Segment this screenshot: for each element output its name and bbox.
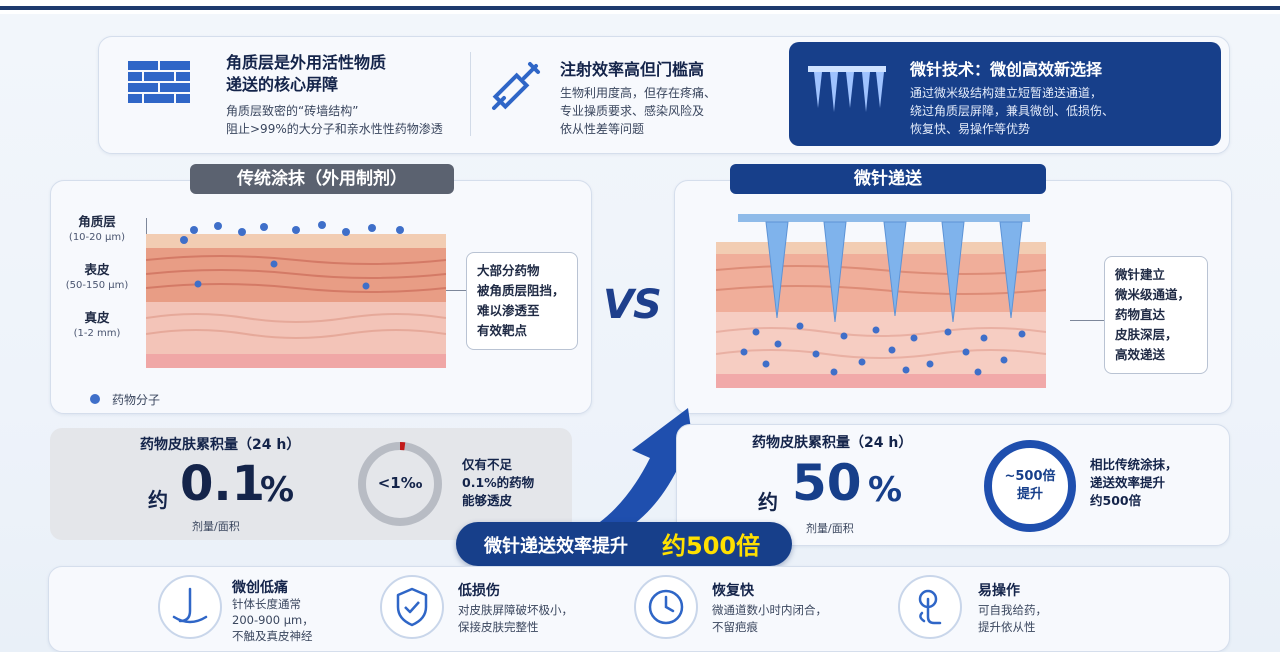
card3-desc: 通过微米级结构建立短暂递送通道，绕过角质层屏障，兼具微创、低损伤、恢复快、易操作…	[910, 86, 1115, 136]
left-stat-sub: 剂量/面积	[192, 520, 240, 533]
right-stat-unit: %	[868, 470, 903, 510]
upward-arrow	[520, 398, 730, 548]
right-stat-value: 50	[792, 454, 862, 512]
microneedle-card	[789, 42, 1221, 146]
hand-touch-icon	[898, 575, 962, 639]
card1-title: 角质层是外用活性物质递送的核心屏障	[226, 53, 387, 94]
needle-skin-icon	[158, 575, 222, 639]
card1-desc: 角质层致密的“砖墙结构”阻止>99%的大分子和亲水性性药物渗透	[226, 104, 443, 136]
drug-molecule-icon	[90, 394, 100, 404]
right-panel-title: 微针递送	[730, 164, 1046, 194]
callout-leader-left	[446, 290, 468, 291]
callout-leader-right	[1070, 320, 1104, 321]
feature1-title: 微创低痛	[232, 580, 288, 596]
right-stat-label: 药物皮肤累积量（24 h）	[752, 435, 913, 451]
banner-text: 微针递送效率提升	[484, 536, 628, 557]
top-rule	[0, 6, 1280, 10]
improvement-ring-text: ~500倍提升	[1004, 469, 1056, 502]
card3-title: 微针技术：微创高效新选择	[910, 60, 1103, 79]
skin-cross-section-right	[715, 214, 1047, 388]
banner-highlight: 约500倍	[662, 532, 761, 560]
right-stat-prefix: 约	[758, 490, 778, 514]
microneedle-icon	[806, 62, 888, 118]
legend-label: 药物分子	[112, 393, 161, 407]
left-callout: 大部分药物被角质层阻挡，难以渗透至有效靶点	[466, 252, 578, 350]
brick-wall-icon	[125, 58, 195, 110]
feature2-desc: 对皮肤屏障破坏极小，保接皮肤完整性	[458, 603, 573, 634]
vs-label: VS	[603, 282, 662, 328]
feature3-title: 恢复快	[712, 583, 754, 599]
syringe-icon	[488, 56, 546, 114]
right-stat-note: 相比传统涂抹，递送效率提升约500倍	[1090, 457, 1178, 508]
clock-icon	[634, 575, 698, 639]
card2-desc: 生物利用度高，但存在疼痛、专业操质要求、感染风险及依从性差等问题	[560, 86, 717, 136]
left-gauge-text: <1‰	[377, 474, 423, 492]
right-callout: 微针建立微米级通道，药物直达皮肤深层，高效递送	[1104, 256, 1208, 374]
shield-check-icon	[380, 575, 444, 639]
divider	[470, 52, 471, 136]
card2-title: 注射效率高但门槛高	[560, 60, 705, 79]
left-stat-value: 0.1	[180, 456, 266, 512]
feature4-title: 易操作	[978, 583, 1020, 599]
feature4-desc: 可自我给药，提升依从性	[978, 603, 1047, 634]
feature3-desc: 微通道数小时内闭合，不留疤痕	[712, 603, 827, 634]
feature2-title: 低损伤	[458, 583, 500, 599]
left-stat-prefix: 约	[148, 488, 168, 512]
right-stat-sub: 剂量/面积	[806, 522, 854, 535]
left-stat-unit: %	[260, 470, 295, 510]
left-panel-title: 传统涂抹（外用制剂）	[190, 164, 454, 194]
improvement-ring	[982, 438, 1078, 534]
left-gauge	[356, 440, 444, 528]
skin-cross-section-left	[145, 218, 447, 368]
left-stat-card	[50, 428, 572, 540]
efficiency-banner	[456, 522, 792, 566]
left-stat-label: 药物皮肤累积量（24 h）	[140, 437, 301, 453]
layer-labels: 角质层(10-20 μm) 表皮(50-150 μm) 真皮(1-2 mm)	[65, 214, 129, 339]
